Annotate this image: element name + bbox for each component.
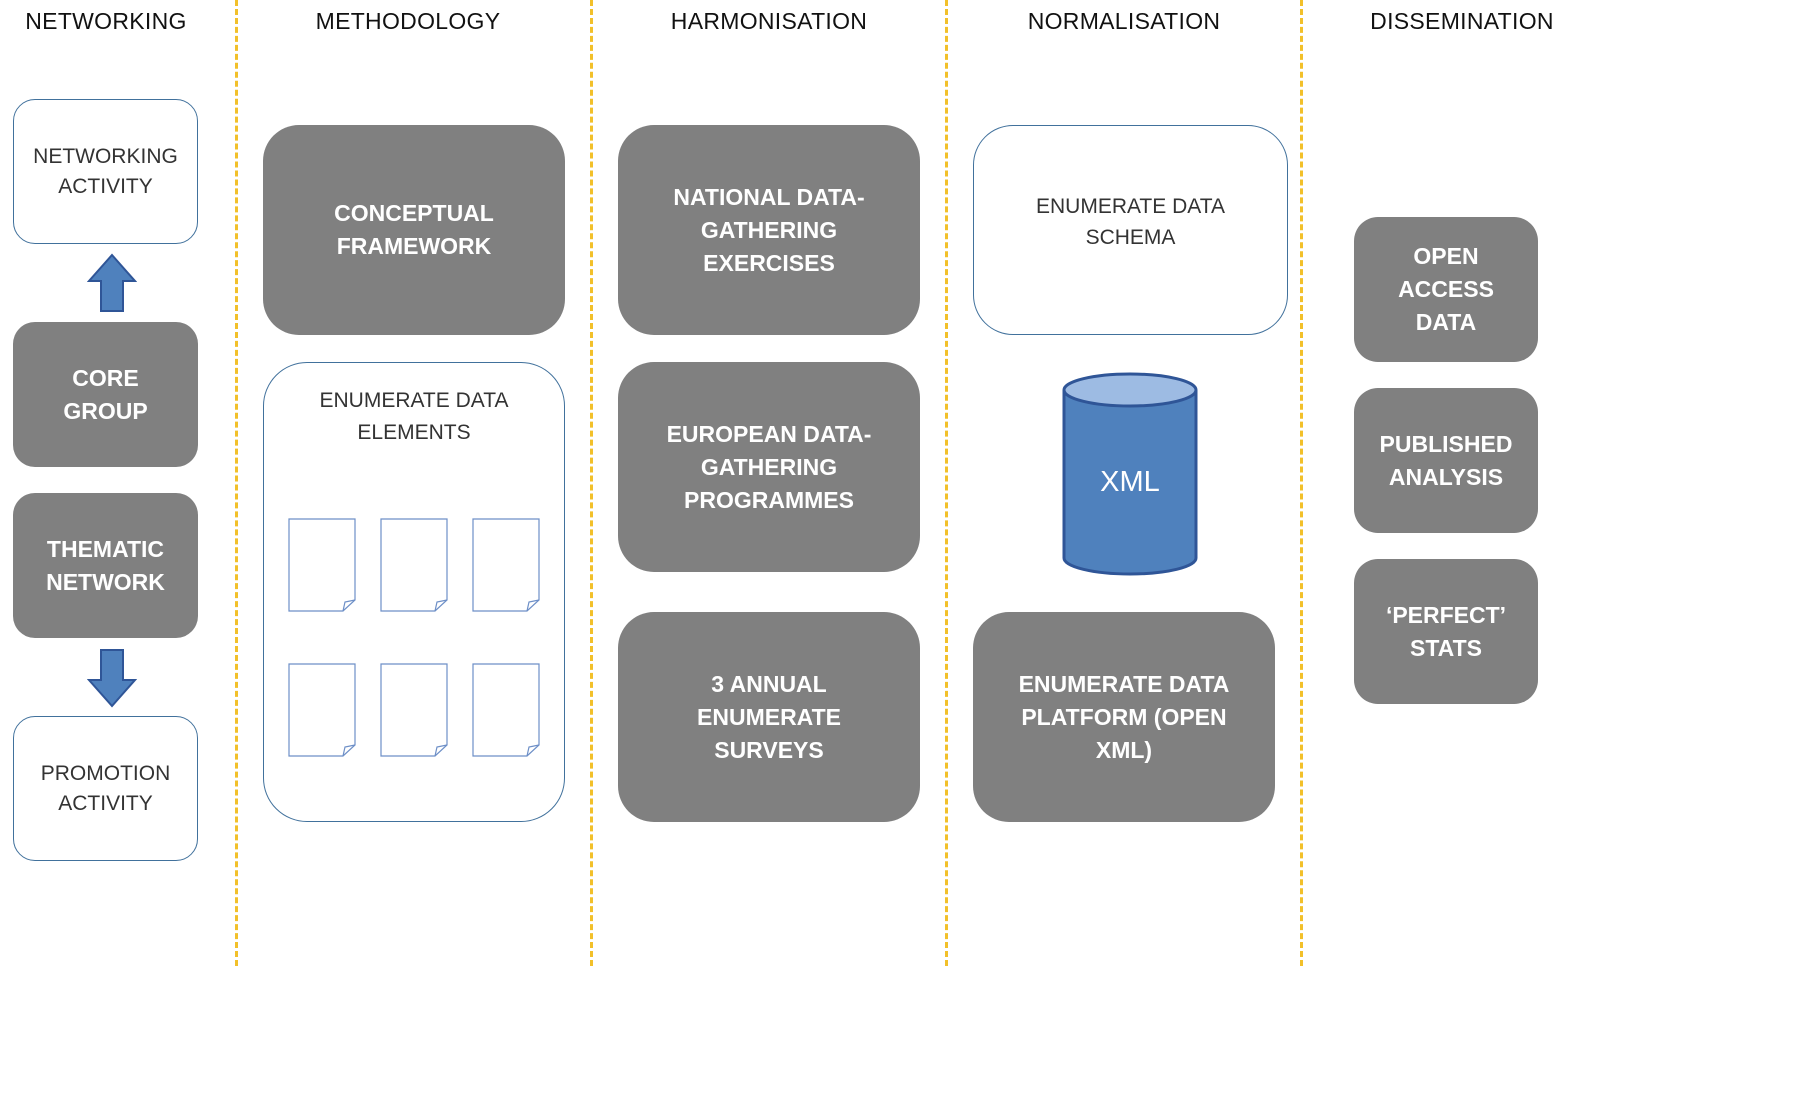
data-schema-label: ENUMERATE DATA SCHEMA: [1035, 195, 1225, 249]
perfect-stats-box: ‘PERFECT’ STATS: [1354, 559, 1538, 704]
data-elements-label: ENUMERATE DATA ELEMENTS: [319, 389, 509, 444]
column-header-harmonisation: HARMONISATION: [670, 8, 868, 34]
open-access-data-label: OPEN ACCESS DATA: [1398, 243, 1494, 335]
document-icon: [472, 663, 540, 757]
perfect-stats-label: ‘PERFECT’ STATS: [1385, 601, 1507, 661]
document-icon: [288, 663, 356, 757]
column-header-normalisation: NORMALISATION: [1027, 8, 1221, 34]
column-header-methodology: METHODOLOGY: [315, 8, 501, 34]
data-platform-box: ENUMERATE DATA PLATFORM (OPEN XML): [973, 612, 1275, 822]
promotion-activity-label: PROMOTION ACTIVITY: [40, 761, 171, 815]
networking-activity-box: NETWORKING ACTIVITY: [13, 99, 198, 244]
national-data-gathering-label: NATIONAL DATA- GATHERING EXERCISES: [673, 183, 865, 276]
annual-surveys-box: 3 ANNUAL ENUMERATE SURVEYS: [618, 612, 920, 822]
database-cylinder-icon: [1062, 372, 1198, 576]
document-icon: [472, 518, 540, 612]
open-access-data-box: OPEN ACCESS DATA: [1354, 217, 1538, 362]
thematic-network-box: THEMATIC NETWORK: [13, 493, 198, 638]
conceptual-framework-label: CONCEPTUAL FRAMEWORK: [334, 200, 494, 259]
published-analysis-label: PUBLISHED ANALYSIS: [1379, 430, 1513, 490]
column-divider: [945, 0, 948, 966]
document-icon: [288, 518, 356, 612]
conceptual-framework-box: CONCEPTUAL FRAMEWORK: [263, 125, 565, 335]
enumerate-workflow-diagram: NETWORKING METHODOLOGY HARMONISATION NOR…: [13, 0, 1554, 966]
data-platform-label: ENUMERATE DATA PLATFORM (OPEN XML): [1018, 670, 1230, 763]
document-icon: [380, 663, 448, 757]
published-analysis-box: PUBLISHED ANALYSIS: [1354, 388, 1538, 533]
column-header-networking: NETWORKING: [25, 8, 187, 34]
data-schema-box: ENUMERATE DATA SCHEMA: [973, 125, 1288, 335]
european-data-gathering-box: EUROPEAN DATA- GATHERING PROGRAMMES: [618, 362, 920, 572]
thematic-network-label: THEMATIC NETWORK: [46, 535, 165, 595]
arrow-down-icon: [87, 649, 137, 708]
core-group-box: CORE GROUP: [13, 322, 198, 467]
column-divider: [235, 0, 238, 966]
core-group-label: CORE GROUP: [63, 364, 148, 424]
column-divider: [1300, 0, 1303, 966]
promotion-activity-box: PROMOTION ACTIVITY: [13, 716, 198, 861]
xml-database-label: XML: [1100, 466, 1160, 498]
column-divider: [590, 0, 593, 966]
national-data-gathering-box: NATIONAL DATA- GATHERING EXERCISES: [618, 125, 920, 335]
networking-activity-label: NETWORKING ACTIVITY: [33, 144, 178, 198]
arrow-up-icon: [87, 253, 137, 312]
european-data-gathering-label: EUROPEAN DATA- GATHERING PROGRAMMES: [666, 420, 872, 513]
document-icon: [380, 518, 448, 612]
annual-surveys-label: 3 ANNUAL ENUMERATE SURVEYS: [697, 670, 841, 763]
column-header-dissemination: DISSEMINATION: [1370, 8, 1554, 34]
